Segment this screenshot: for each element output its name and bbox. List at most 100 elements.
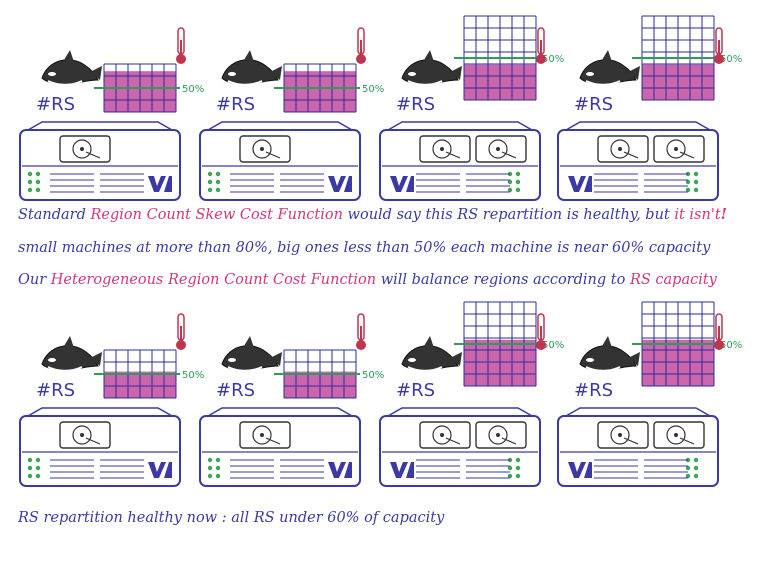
- hard-disk-icon: [419, 421, 471, 449]
- thermometer-mercury: [718, 40, 720, 56]
- orca-body: [221, 345, 279, 371]
- orca-dorsal-fin: [424, 336, 434, 348]
- hard-disk-icon: [59, 421, 111, 449]
- status-led: [35, 179, 41, 185]
- thermometer-bulb: [176, 54, 186, 64]
- status-led: [27, 457, 33, 463]
- vendor-logo-icon: [328, 176, 352, 192]
- vendor-logo-icon: [568, 176, 592, 192]
- fifty-percent-label: 50%: [182, 370, 204, 381]
- region-server-label: #RS: [36, 380, 75, 401]
- status-led: [693, 465, 699, 471]
- fifty-percent-label: 50%: [542, 54, 564, 65]
- fifty-percent-label: 50%: [182, 84, 204, 95]
- disk-arm: [501, 151, 517, 159]
- orca-dorsal-fin: [64, 50, 74, 62]
- vendor-logo-icon: [390, 462, 414, 478]
- logo-bar: [344, 176, 352, 192]
- vendor-logo-icon: [148, 176, 172, 192]
- status-led: [515, 171, 521, 177]
- disk-body: [239, 421, 291, 449]
- status-led: [215, 179, 221, 185]
- region-server-label: #RS: [36, 94, 75, 115]
- disk-arm: [623, 437, 639, 445]
- disk-platter: [666, 425, 686, 445]
- thermometer-mercury: [180, 40, 182, 56]
- disk-body: [597, 421, 649, 449]
- status-led: [515, 465, 521, 471]
- disk-body: [239, 135, 291, 163]
- server-top: [385, 121, 535, 131]
- status-led: [507, 473, 513, 479]
- orca-tail: [628, 66, 640, 80]
- disk-spindle: [674, 147, 678, 151]
- logo-v: [148, 176, 166, 192]
- disk-platter: [72, 139, 92, 159]
- fifty-percent-label: 50%: [362, 84, 384, 95]
- orca-body: [401, 345, 459, 371]
- thermometer-mercury: [360, 326, 362, 342]
- orca-body: [579, 59, 637, 85]
- orca-tail: [450, 352, 462, 366]
- vendor-logo-icon: [390, 176, 414, 192]
- orca-eye-patch: [408, 358, 416, 362]
- thermometer-icon: [714, 27, 724, 64]
- orca-icon: [221, 50, 282, 86]
- logo-bar: [406, 176, 414, 192]
- server-top: [205, 121, 355, 131]
- vendor-logo-icon: [148, 462, 172, 478]
- orca-tail: [628, 352, 640, 366]
- disk-body: [653, 421, 705, 449]
- region-server-unit: #RS 50%: [19, 27, 204, 201]
- orca-belly: [47, 366, 83, 372]
- hard-disk-icon: [653, 421, 705, 449]
- status-led: [27, 187, 33, 193]
- thermometer-icon: [176, 313, 186, 350]
- disk-spindle: [260, 433, 264, 437]
- orca-eye-patch: [48, 72, 56, 76]
- status-led: [507, 465, 513, 471]
- disk-arm: [679, 437, 695, 445]
- status-led: [27, 465, 33, 471]
- status-led: [35, 465, 41, 471]
- disk-spindle: [440, 433, 444, 437]
- disk-spindle: [496, 433, 500, 437]
- orca-eye-patch: [228, 72, 236, 76]
- status-led: [35, 187, 41, 193]
- status-led: [215, 473, 221, 479]
- fifty-percent-label: 50%: [362, 370, 384, 381]
- logo-v: [568, 462, 586, 478]
- disk-body: [59, 135, 111, 163]
- status-led: [685, 473, 691, 479]
- disk-arm: [501, 437, 517, 445]
- logo-bar: [584, 176, 592, 192]
- caption-text: would say this RS repartition is healthy…: [342, 207, 675, 223]
- disk-platter: [432, 139, 452, 159]
- status-led: [207, 473, 213, 479]
- hard-disk-icon: [239, 421, 291, 449]
- disk-body: [653, 135, 705, 163]
- thermometer-mercury: [540, 326, 542, 342]
- orca-dorsal-fin: [244, 336, 254, 348]
- hard-disk-icon: [239, 135, 291, 163]
- logo-v: [390, 462, 408, 478]
- logo-bar: [584, 462, 592, 478]
- logo-bar: [164, 462, 172, 478]
- server-top: [205, 407, 355, 417]
- orca-tail: [270, 66, 282, 80]
- orca-tail: [450, 66, 462, 80]
- disk-platter: [488, 139, 508, 159]
- orca-tail: [270, 352, 282, 366]
- caption-emphasis: RS capacity: [629, 272, 717, 288]
- orca-icon: [401, 50, 462, 86]
- logo-bar: [344, 462, 352, 478]
- orca-eye-patch: [48, 358, 56, 362]
- disk-spindle: [80, 147, 84, 151]
- orca-eye-patch: [408, 72, 416, 76]
- status-led: [27, 171, 33, 177]
- thermometer-bulb: [356, 340, 366, 350]
